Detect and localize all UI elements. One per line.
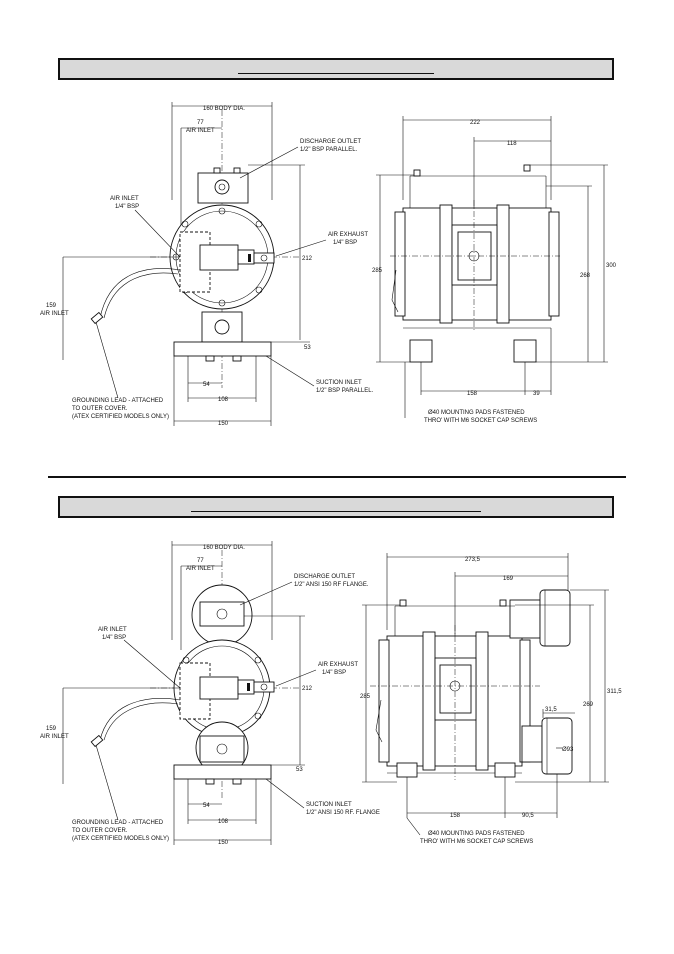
s1-dim-39: 39 [533, 391, 540, 397]
s1-ground-3: (ATEX CERTIFIED MODELS ONLY) [72, 414, 169, 420]
s1-air-inlet-159: AIR INLET [40, 311, 69, 317]
s1-air-inlet-left-2: 1/4" BSP [115, 204, 139, 210]
s1-air-exhaust-1: AIR EXHAUST [328, 232, 368, 238]
s2-dim-90: 90,5 [522, 813, 534, 819]
s1-dim-108: 108 [218, 397, 229, 403]
s1-dim-212: 212 [302, 256, 313, 262]
s2-dim-31: 31,5 [545, 707, 557, 713]
s2-air-inlet-left-1: AIR INLET [98, 627, 127, 633]
s1-suction-2: 1/2" BSP PARALLEL. [316, 388, 374, 394]
s1-dim-222: 222 [470, 120, 481, 126]
s1-dim-54: 54 [203, 382, 210, 388]
s2-dim-108: 108 [218, 819, 229, 825]
section1-side-view: 222 118 268 300 285 [372, 116, 617, 424]
s1-body-dia: 160 BODY DIA. [203, 106, 245, 112]
s2-suction-flange-side [541, 717, 573, 775]
s2-suction-2: 1/2" ANSI 150 RF. FLANGE [306, 810, 380, 816]
s1-base [173, 341, 272, 357]
section2-side-view: 273,5 169 269 311, [360, 553, 622, 845]
section1-front-view: 160 BODY DIA. 77 AIR INLET 2 [40, 102, 374, 427]
s2-pads-1: Ø40 MOUNTING PADS FASTENED [428, 831, 525, 837]
s2-air-inlet-left-2: 1/4" BSP [102, 635, 126, 641]
s2-discharge-flange-side [539, 589, 571, 647]
s2-dim-159: 159 [46, 726, 57, 732]
s2-air-inlet-77: 77 [197, 558, 204, 564]
s2-pad-left [396, 762, 418, 778]
section1-title-bar [58, 58, 614, 80]
s2-dim-285: 285 [360, 694, 371, 700]
section2-title-bar [58, 496, 614, 518]
s2-ground-1: GROUNDING LEAD - ATTACHED [72, 820, 164, 826]
s2-air-exhaust-2: 1/4" BSP [322, 670, 346, 676]
s1-suction-1: SUCTION INLET [316, 380, 362, 386]
section1-title-underline [238, 73, 434, 74]
s1-dim-285: 285 [372, 268, 383, 274]
s2-dim-158: 158 [450, 813, 461, 819]
s1-dim-118: 118 [507, 141, 517, 147]
s1-pads-2: THRO' WITH M6 SOCKET CAP SCREWS [424, 418, 537, 424]
s1-air-inlet-left-1: AIR INLET [110, 196, 139, 202]
s2-pad-right [494, 762, 516, 778]
s1-ground-2: TO OUTER COVER. [72, 406, 128, 412]
s1-dim-158: 158 [467, 391, 478, 397]
s2-body-dia: 160 BODY DIA. [203, 545, 245, 551]
s2-air-exhaust-1: AIR EXHAUST [318, 662, 358, 668]
s1-dim-53: 53 [304, 345, 311, 351]
s2-suction-1: SUCTION INLET [306, 802, 352, 808]
s2-discharge-2: 1/2" ANSI 150 RF FLANGE. [294, 582, 369, 588]
s2-dim-93: Ø93 [562, 747, 574, 753]
s2-ground-3: (ATEX CERTIFIED MODELS ONLY) [72, 836, 169, 842]
s1-discharge-1: DISCHARGE OUTLET [300, 139, 361, 145]
s2-dim-150: 150 [218, 840, 229, 846]
s1-dim-300: 300 [606, 263, 617, 269]
s2-dim-269: 269 [583, 702, 594, 708]
s2-air-inlet-159: AIR INLET [40, 734, 69, 740]
s1-air-inlet-top: AIR INLET [186, 128, 215, 134]
s2-dim-212: 212 [302, 686, 313, 692]
s1-air-inlet-77: 77 [197, 120, 204, 126]
s2-dim-311: 311,5 [607, 689, 622, 695]
s2-air-inlet-top: AIR INLET [186, 566, 215, 572]
s1-pads-1: Ø40 MOUNTING PADS FASTENED [428, 410, 525, 416]
s2-pads-2: THRO' WITH M6 SOCKET CAP SCREWS [420, 839, 533, 845]
s2-dim-53: 53 [296, 767, 303, 773]
section-divider [48, 476, 626, 478]
s2-base [173, 764, 272, 780]
s2-dim-54: 54 [203, 803, 210, 809]
s1-pad-right [513, 339, 537, 363]
s2-ground-2: TO OUTER COVER. [72, 828, 128, 834]
s1-air-exhaust-2: 1/4" BSP [333, 240, 357, 246]
s1-pad-left [409, 339, 433, 363]
s1-ground-1: GROUNDING LEAD - ATTACHED [72, 398, 164, 404]
section2-title-underline [191, 511, 481, 512]
s1-dim-159: 159 [46, 303, 57, 309]
section2-front-view: 160 BODY DIA. 77 AIR INLET 212 159 [40, 541, 380, 846]
s2-discharge-1: DISCHARGE OUTLET [294, 574, 355, 580]
s1-dim-150: 150 [218, 421, 229, 427]
s2-dim-169: 169 [503, 576, 514, 582]
s1-discharge-2: 1/2" BSP PARALLEL. [300, 147, 358, 153]
s2-dim-273: 273,5 [465, 557, 481, 563]
s1-dim-268: 268 [580, 273, 591, 279]
